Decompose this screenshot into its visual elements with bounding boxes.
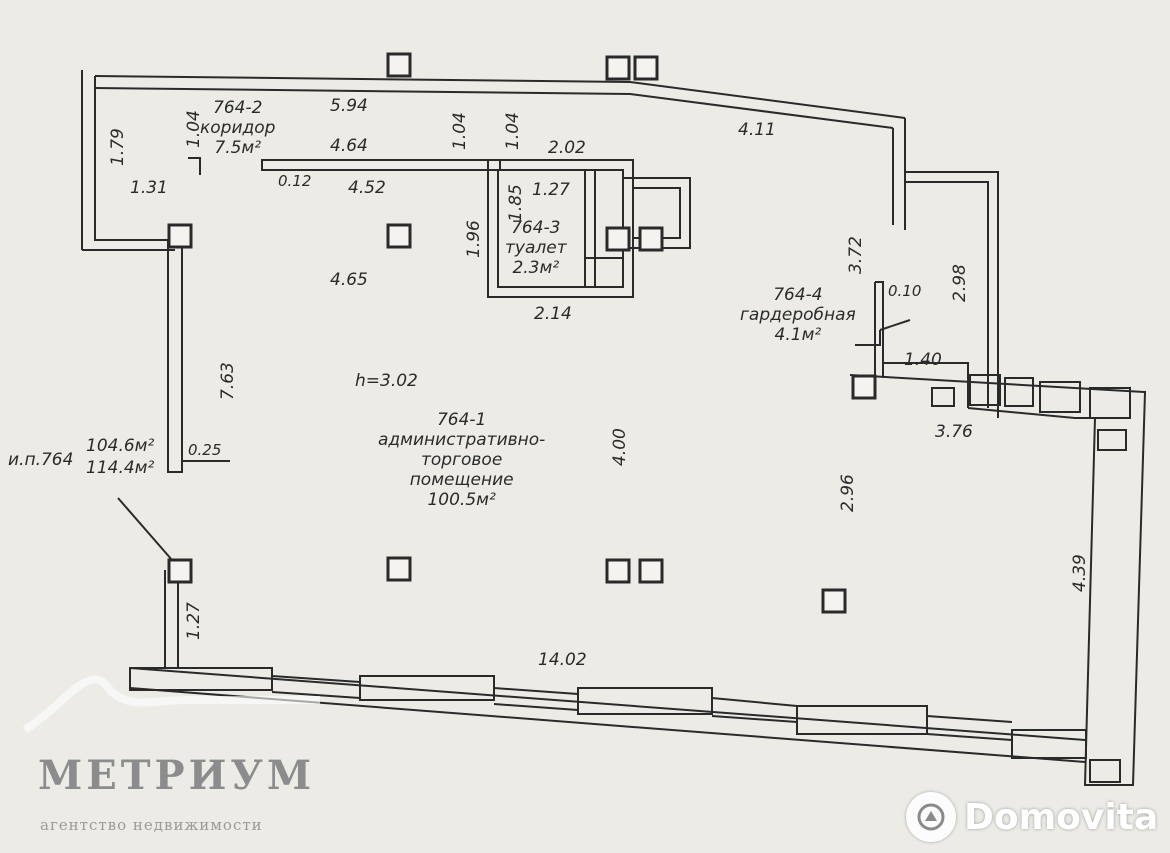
dim-2-14: 2.14 xyxy=(534,304,572,324)
dim-3-76: 3.76 xyxy=(935,422,973,442)
room-764-3-label: 764-3 туалет 2.3м² xyxy=(505,218,567,278)
dim-1-40: 1.40 xyxy=(904,350,942,370)
unit-area-main: 104.6м² xyxy=(86,436,155,456)
dim-4-39: 4.39 xyxy=(1070,554,1090,592)
room-764-2-number: 764-2 xyxy=(213,98,263,118)
dim-1-31: 1.31 xyxy=(130,178,168,198)
wall-west-upper xyxy=(81,70,180,251)
dim-1-27-west: 1.27 xyxy=(184,602,204,640)
dim-5-94: 5.94 xyxy=(330,96,368,116)
metrium-brand-name: МЕТРИУМ xyxy=(38,752,316,799)
domovita-watermark: Domovita xyxy=(906,792,1158,842)
dim-4-52: 4.52 xyxy=(348,178,386,198)
room-764-4-number: 764-4 xyxy=(773,285,823,305)
dim-0-10: 0.10 xyxy=(888,282,922,300)
ceiling-height: h=3.02 xyxy=(355,371,418,391)
room-764-2-area: 7.5м² xyxy=(214,138,262,158)
dim-1-85: 1.85 xyxy=(506,184,526,222)
unit-label: и.п.764 xyxy=(8,450,74,470)
wall-north xyxy=(94,75,906,129)
wall-toilet xyxy=(487,159,634,298)
room-764-1-number: 764-1 xyxy=(436,410,487,430)
dim-0-12: 0.12 xyxy=(278,172,312,190)
room-764-3-name: туалет xyxy=(505,238,567,258)
room-764-1-label: 764-1 административно- торговое помещени… xyxy=(378,410,545,510)
room-764-2-name: коридор xyxy=(200,118,276,138)
wall-east xyxy=(849,374,1147,786)
room-764-1-name-1: административно- xyxy=(378,430,546,450)
wall-corridor xyxy=(261,159,501,171)
room-764-4-area: 4.1м² xyxy=(774,325,822,345)
domovita-text: Domovita xyxy=(964,796,1159,838)
dim-4-64: 4.64 xyxy=(330,136,368,156)
dim-1-27-toilet: 1.27 xyxy=(532,180,570,200)
dim-0-25: 0.25 xyxy=(188,441,222,459)
metrium-tagline: агентство недвижимости xyxy=(40,816,263,834)
wall-interior-left xyxy=(167,239,183,473)
room-764-1-name-3: помещение xyxy=(409,470,514,490)
dim-4-11: 4.11 xyxy=(738,120,776,140)
dim-1-04-c: 1.04 xyxy=(503,112,523,150)
room-764-2-label: 764-2 коридор 7.5м² xyxy=(200,98,275,158)
room-764-1-name-2: торговое xyxy=(420,450,503,470)
dim-4-00: 4.00 xyxy=(610,428,630,466)
room-764-4-name: гардеробная xyxy=(740,305,856,325)
room-764-1-area: 100.5м² xyxy=(427,490,496,510)
wall-wardrobe xyxy=(874,118,999,418)
dim-2-02: 2.02 xyxy=(548,138,586,158)
room-764-3-area: 2.3м² xyxy=(512,258,560,278)
dim-1-04-a: 1.04 xyxy=(184,110,204,148)
room-764-4-label: 764-4 гардеробная 4.1м² xyxy=(740,285,856,345)
dim-1-79: 1.79 xyxy=(108,128,128,166)
domovita-logo-icon xyxy=(906,792,956,842)
metrium-logo-icon xyxy=(22,675,320,734)
room-764-3-number: 764-3 xyxy=(511,218,561,238)
dim-3-72: 3.72 xyxy=(846,236,866,274)
dim-4-65: 4.65 xyxy=(330,270,368,290)
dim-14-02: 14.02 xyxy=(538,650,587,670)
dim-1-04-b: 1.04 xyxy=(450,112,470,150)
dim-2-98: 2.98 xyxy=(950,264,970,302)
dim-2-96: 2.96 xyxy=(838,474,858,512)
unit-area-total: 114.4м² xyxy=(86,458,155,478)
dim-7-63: 7.63 xyxy=(218,362,238,400)
dim-1-96: 1.96 xyxy=(464,220,484,258)
